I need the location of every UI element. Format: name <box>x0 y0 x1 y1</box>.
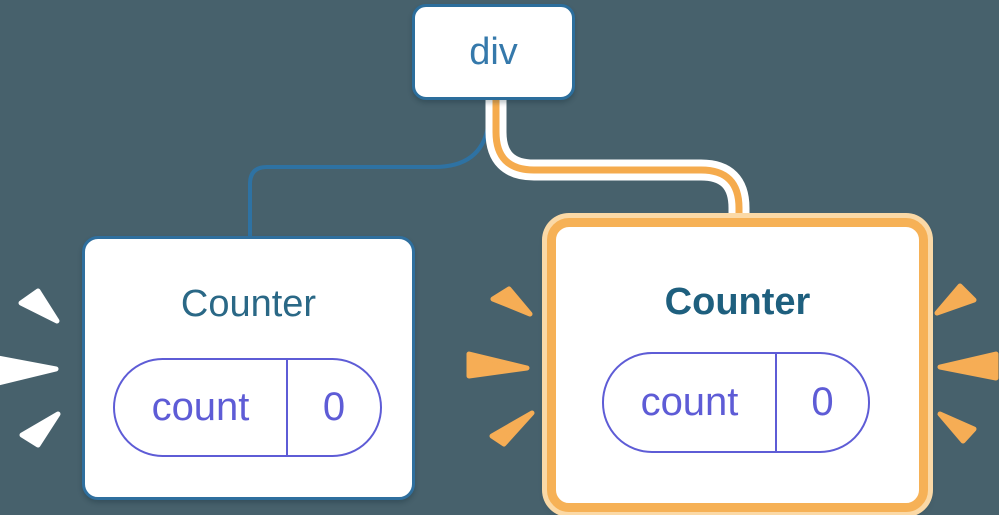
state-value: 0 <box>322 385 346 429</box>
connector-casing-right <box>485 96 750 236</box>
connector-line-left <box>248 96 491 240</box>
tree-node-counter-right-highlighted: Counter count 0 <box>547 218 928 512</box>
state-value: 0 <box>811 380 834 424</box>
burst-marks-white-left <box>0 288 61 448</box>
burst-wedge-icon <box>934 283 977 316</box>
tree-node-root: div <box>412 4 575 100</box>
counter-title: Counter <box>180 283 317 325</box>
burst-wedge-icon <box>490 286 533 317</box>
state-pill: count 0 <box>113 358 382 457</box>
counter-title: Counter <box>664 281 811 323</box>
connector-line-right <box>492 96 743 236</box>
burst-marks-orange-left <box>466 286 535 447</box>
burst-wedge-icon <box>18 288 60 324</box>
state-pill: count 0 <box>602 352 870 453</box>
state-key: count <box>115 360 288 455</box>
burst-wedge-icon <box>937 351 999 381</box>
burst-wedge-icon <box>937 411 977 444</box>
burst-marks-orange-right <box>934 283 999 444</box>
burst-wedge-icon <box>489 410 535 447</box>
burst-wedge-icon <box>0 355 59 386</box>
burst-wedge-icon <box>466 351 530 379</box>
tree-node-counter-left: Counter count 0 <box>82 236 415 500</box>
burst-wedge-icon <box>19 411 61 448</box>
root-node-label: div <box>469 30 518 73</box>
state-key: count <box>604 354 777 451</box>
